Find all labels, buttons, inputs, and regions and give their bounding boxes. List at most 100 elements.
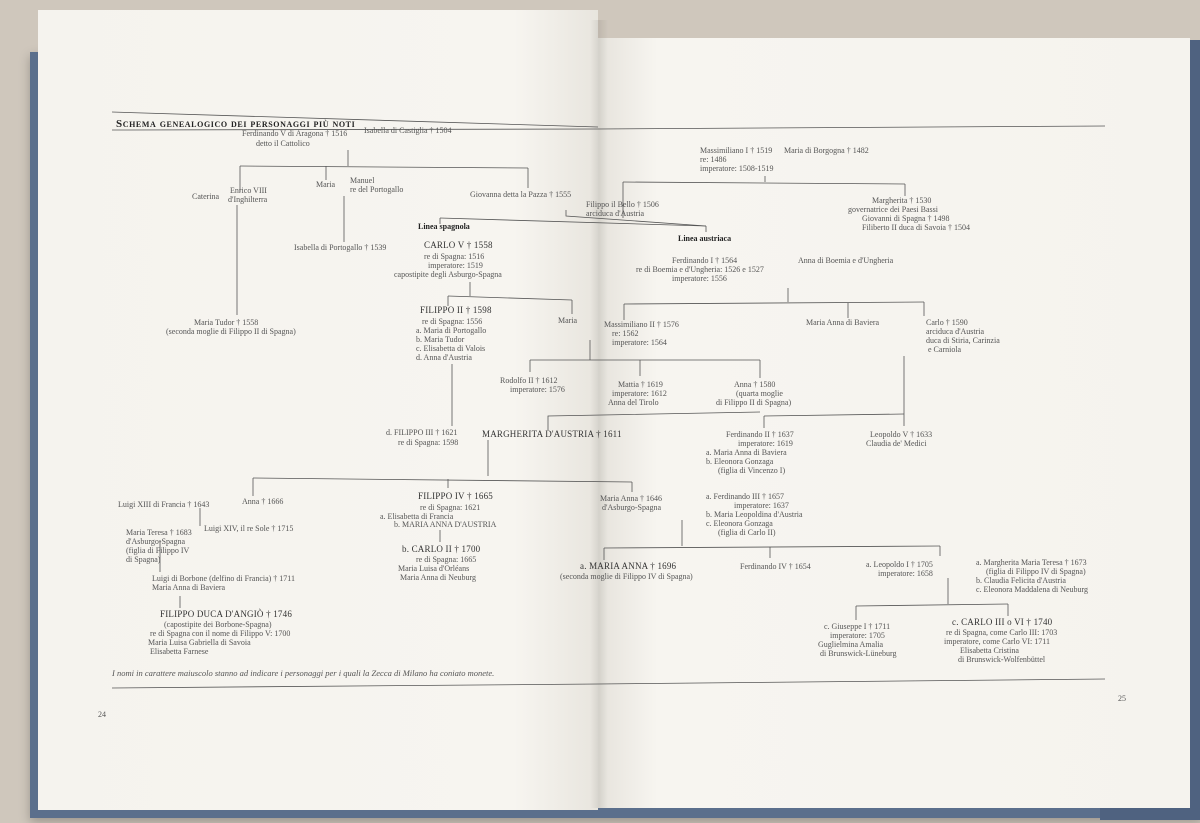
- entry-filippo-iv-a: a. Elisabetta di Francia: [380, 512, 454, 521]
- entry-anna-boemia: Anna di Boemia e d'Ungheria: [798, 256, 894, 265]
- label-linea-spagnola: Linea spagnola: [418, 222, 470, 231]
- entry-filippo-ii-re: re di Spagna: 1556: [422, 317, 483, 326]
- entry-filippo-angio-4: Maria Luisa Gabriella di Savoia: [148, 638, 251, 647]
- entry-giovanna: Giovanna detta la Pazza † 1555: [470, 190, 572, 199]
- entry-massimiliano-ii: Massimiliano II † 1576: [604, 320, 679, 329]
- entry-maria: Maria: [316, 180, 336, 189]
- entry-filippo-iv: FILIPPO IV † 1665: [418, 491, 493, 501]
- entry-maria-tudor-2: (seconda moglie di Filippo II di Spagna): [166, 327, 296, 336]
- entry-filippo-ii: FILIPPO II † 1598: [420, 305, 492, 315]
- entry-ferdinando-ii-b: b. Eleonora Gonzaga: [706, 457, 774, 466]
- entry-filippo-angio-3: re di Spagna con il nome di Filippo V: 1…: [150, 629, 291, 638]
- entry-luigi-xiv: Luigi XIV, il re Sole † 1715: [204, 524, 294, 533]
- entry-leopoldo-v-moglie: Claudia de' Medici: [866, 439, 927, 448]
- entry-massimiliano-i: Massimiliano I † 1519: [700, 146, 773, 155]
- entry-maria-anna-1646-2: d'Asburgo-Spagna: [602, 503, 662, 512]
- entry-ferdinando-iii-d: (figlia di Carlo II): [718, 528, 776, 537]
- page-number-right: 25: [1118, 694, 1126, 703]
- entry-carlo-austria: Carlo † 1590: [926, 318, 968, 327]
- entry-filippo-iii-re: re di Spagna: 1598: [398, 438, 459, 447]
- entry-filippo-angio-5: Elisabetta Farnese: [150, 647, 209, 656]
- entry-carlo-vi-4: Elisabetta Cristina: [960, 646, 1019, 655]
- entry-filippo-angio: FILIPPO DUCA D'ANGIÒ † 1746: [160, 609, 293, 619]
- entry-carlo-v: CARLO V † 1558: [424, 240, 493, 250]
- entry-caterina: Caterina: [192, 192, 220, 201]
- entry-filippo-iv-b: b. MARIA ANNA D'AUSTRIA: [394, 520, 497, 529]
- entry-maria-anna-1646: Maria Anna † 1646: [600, 494, 662, 503]
- entry-anna-1580: Anna † 1580: [734, 380, 776, 389]
- entry-ferdinando-iii-b: b. Maria Leopoldina d'Austria: [706, 510, 803, 519]
- entry-leopoldo-i-imp: imperatore: 1658: [878, 569, 933, 578]
- entry-maria-borgogna: Maria di Borgogna † 1482: [784, 146, 869, 155]
- page-number-left: 24: [98, 710, 106, 719]
- entry-leopoldo-moglie-a: a. Margherita Maria Teresa † 1673: [976, 558, 1087, 567]
- entry-manuel-2: re del Portogallo: [350, 185, 404, 194]
- footnote: I nomi in carattere maiuscolo stanno ad …: [112, 668, 495, 678]
- entry-enrico-viii-2: d'Inghilterra: [228, 195, 268, 204]
- entry-maria-teresa: Maria Teresa † 1683: [126, 528, 192, 537]
- entry-carlo-austria-2: arciduca d'Austria: [926, 327, 985, 336]
- entry-leopoldo-i: a. Leopoldo I † 1705: [866, 560, 933, 569]
- entry-massimiliano-ii-re: re: 1562: [612, 329, 639, 338]
- entry-anna-1666: Anna † 1666: [242, 497, 284, 506]
- entry-isabella-castiglia: Isabella di Castiglia † 1504: [364, 126, 452, 135]
- entry-rodolfo-ii-imp: imperatore: 1576: [510, 385, 565, 394]
- entry-ferdinando-i-imp: imperatore: 1556: [672, 274, 727, 283]
- entry-ferdinando-iv: Ferdinando IV † 1654: [740, 562, 811, 571]
- entry-massimiliano-i-re: re: 1486: [700, 155, 727, 164]
- entry-maria-anna-1696: a. MARIA ANNA † 1696: [580, 561, 677, 571]
- entry-leopoldo-moglie-b: b. Claudia Felicita d'Austria: [976, 576, 1066, 585]
- entry-rodolfo-ii: Rodolfo II † 1612: [500, 376, 558, 385]
- entry-carlo-ii-re: re di Spagna: 1665: [416, 555, 477, 564]
- entry-ferdinando-v-epithet: detto il Cattolico: [256, 139, 310, 148]
- entry-margherita-4: Filiberto II duca di Savoia † 1504: [862, 223, 970, 232]
- entry-isabella-portogallo: Isabella di Portogallo † 1539: [294, 243, 387, 252]
- entry-margherita-3: Giovanni di Spagna † 1498: [862, 214, 950, 223]
- entry-margherita-2: governatrice dei Paesi Bassi: [848, 205, 938, 214]
- entry-filippo-ii-b: b. Maria Tudor: [416, 335, 465, 344]
- entry-ferdinando-i: Ferdinando I † 1564: [672, 256, 738, 265]
- entry-massimiliano-i-imp: imperatore: 1508-1519: [700, 164, 774, 173]
- entry-maria-teresa-4: di Spagna): [126, 555, 161, 564]
- entry-carlo-ii-moglie-1: Maria Luisa d'Orléans: [398, 564, 470, 573]
- entry-giuseppe-i-moglie: Guglielmina Amalia: [818, 640, 884, 649]
- entry-carlo-vi-2: re di Spagna, come Carlo III: 1703: [946, 628, 1058, 637]
- entry-ferdinando-iii-imp: imperatore: 1637: [734, 501, 789, 510]
- entry-carlo-austria-3: duca di Stiria, Carinzia: [926, 336, 1000, 345]
- entry-mattia-moglie: Anna del Tirolo: [608, 398, 659, 407]
- entry-filippo-ii-c: c. Elisabetta di Valois: [416, 344, 486, 353]
- entry-luigi-xiii: Luigi XIII di Francia † 1643: [118, 500, 210, 509]
- entry-enrico-viii: Enrico VIII: [230, 186, 267, 195]
- entry-carlo-vi-5: di Brunswick-Wolfenbüttel: [958, 655, 1046, 664]
- entry-manuel: Manuel: [350, 176, 375, 185]
- entry-ferdinando-v: Ferdinando V di Aragona † 1516: [242, 129, 348, 138]
- entry-leopoldo-moglie-c: c. Eleonora Maddalena di Neuburg: [976, 585, 1089, 594]
- entry-filippo-ii-a: a. Maria di Portogallo: [416, 326, 487, 335]
- entry-anna-1580-2: (quarta moglie: [736, 389, 783, 398]
- entry-filippo-bello: Filippo il Bello † 1506: [586, 200, 659, 209]
- entry-carlo-vi-3: imperatore, come Carlo VI: 1711: [944, 637, 1050, 646]
- entry-luigi-borbone-moglie: Maria Anna di Baviera: [152, 583, 226, 592]
- entry-maria-teresa-2: d'Asburgo-Spagna: [126, 537, 186, 546]
- entry-carlo-v-re: re di Spagna: 1516: [424, 252, 485, 261]
- entry-luigi-borbone: Luigi di Borbone (delfino di Francia) † …: [152, 574, 296, 583]
- entry-ferdinando-ii-a: a. Maria Anna di Baviera: [706, 448, 787, 457]
- entry-ferdinando-iii-c: c. Eleonora Gonzaga: [706, 519, 773, 528]
- book-gutter: [590, 20, 608, 808]
- entry-anna-1580-3: di Filippo II di Spagna): [716, 398, 792, 407]
- entry-giuseppe-i-imp: imperatore: 1705: [830, 631, 885, 640]
- entry-mattia-imp: imperatore: 1612: [612, 389, 667, 398]
- entry-ferdinando-ii-c: (figlia di Vincenzo I): [718, 466, 786, 475]
- page-title: Schema genealogico dei personaggi più no…: [116, 118, 356, 130]
- entry-filippo-angio-2: (capostipite dei Borbone-Spagna): [164, 620, 272, 629]
- right-page: [598, 38, 1190, 808]
- entry-carlo-v-cap: capostipite degli Asburgo-Spagna: [394, 270, 502, 279]
- entry-maria-teresa-3: (figlia di Filippo IV: [126, 546, 190, 555]
- entry-giuseppe-i-moglie-2: di Brunswick-Lüneburg: [820, 649, 897, 658]
- entry-giuseppe-i: c. Giuseppe I † 1711: [824, 622, 891, 631]
- entry-carlo-ii-moglie-2: Maria Anna di Neuburg: [400, 573, 477, 582]
- entry-carlo-vi: c. CARLO III o VI † 1740: [952, 617, 1053, 627]
- entry-ferdinando-i-re: re di Boemia e d'Ungheria: 1526 e 1527: [636, 265, 764, 274]
- entry-maria-anna-1696-2: (seconda moglie di Filippo IV di Spagna): [560, 572, 693, 581]
